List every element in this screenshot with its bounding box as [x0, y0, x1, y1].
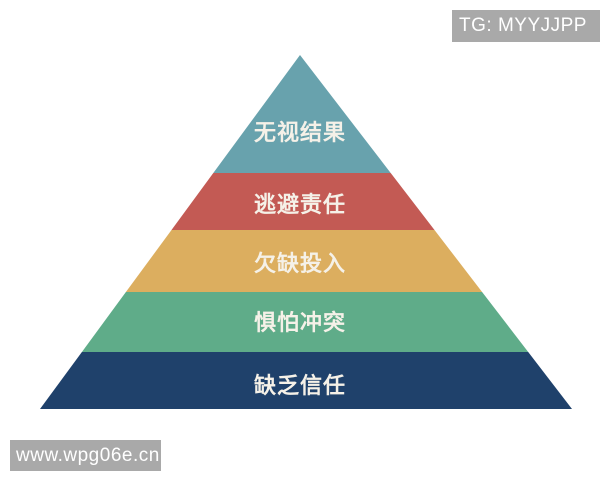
pyramid-layer-label-1: 无视结果 — [254, 120, 346, 145]
pyramid-layer-label-2: 逃避责任 — [254, 192, 346, 217]
pyramid-layer-2 — [171, 173, 435, 230]
pyramid-layer-1 — [213, 55, 391, 173]
watermark-top-badge: TG: MYYJJPP — [452, 10, 600, 42]
watermark-bottom-text: www.wpg06e.cn — [16, 444, 160, 466]
pyramid-layer-4 — [81, 292, 529, 352]
pyramid-layer-label-4: 惧怕冲突 — [254, 310, 346, 335]
watermark-bottom-badge: www.wpg06e.cn — [10, 440, 161, 471]
pyramid-layer-3 — [125, 230, 483, 292]
pyramid-layer-label-5: 缺乏信任 — [254, 373, 346, 398]
pyramid-layer-label-3: 欠缺投入 — [254, 251, 346, 276]
pyramid-layer-5 — [40, 352, 572, 409]
watermark-top-text: TG: MYYJJPP — [459, 15, 587, 36]
